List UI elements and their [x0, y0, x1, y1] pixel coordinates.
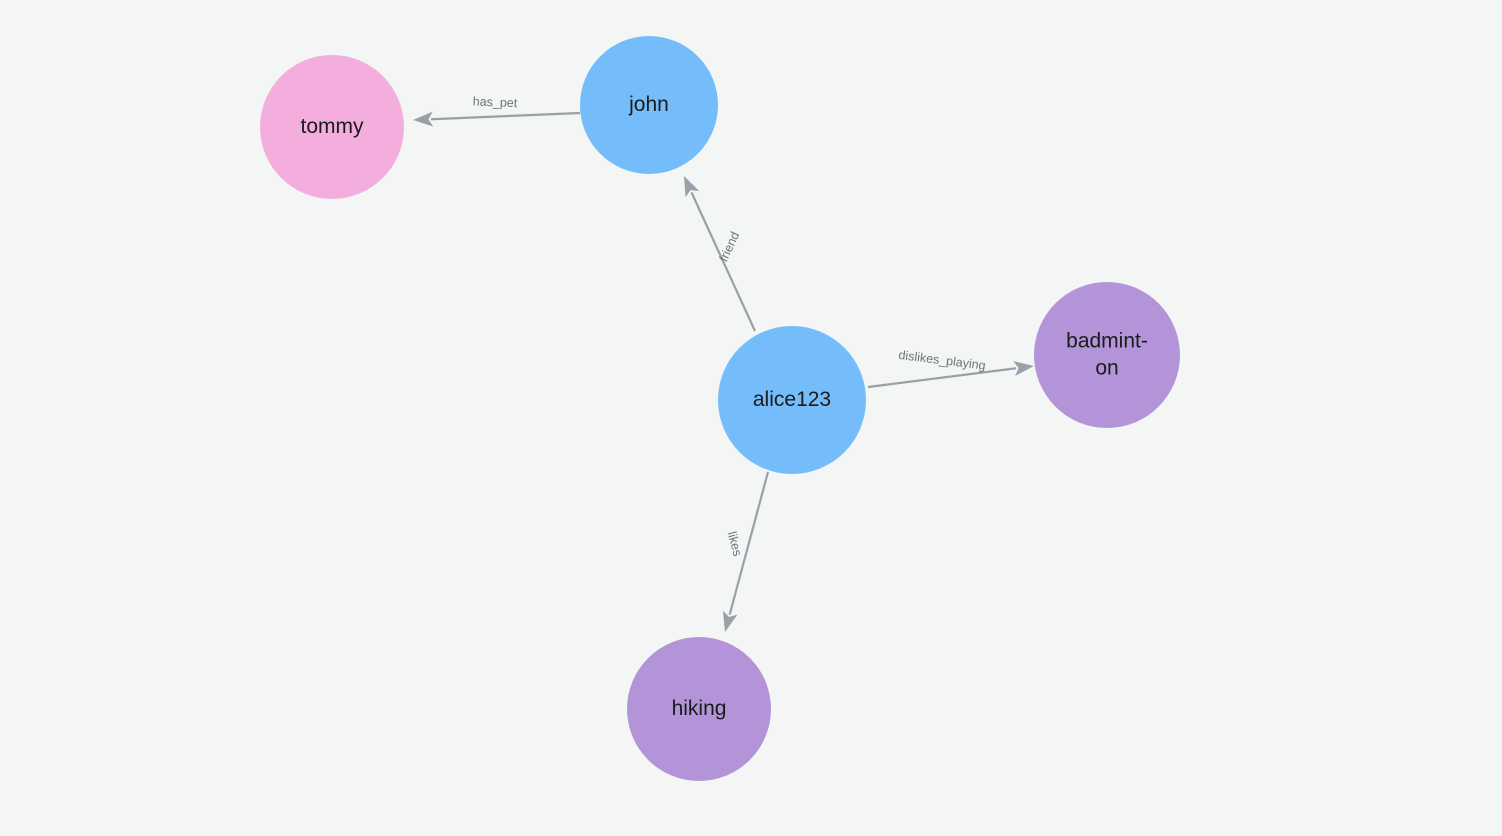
- edge-arrowhead: [413, 111, 434, 127]
- edge-line: [867, 367, 1017, 389]
- node-circle[interactable]: [580, 36, 718, 174]
- node-circle[interactable]: [260, 55, 404, 199]
- edge-line: [728, 471, 770, 615]
- node-circle[interactable]: [718, 326, 866, 474]
- graph-node-john[interactable]: john: [580, 36, 718, 174]
- graph-node-tommy[interactable]: tommy: [260, 55, 404, 199]
- node-circle[interactable]: [627, 637, 771, 781]
- edge-arrowhead: [684, 176, 700, 198]
- edge-line: [430, 111, 581, 121]
- graph-node-alice123[interactable]: alice123: [718, 326, 866, 474]
- graph-node-badminton[interactable]: badmint-on: [1034, 282, 1180, 428]
- edge-arrowhead: [1013, 361, 1034, 376]
- edge-arrowhead: [722, 610, 738, 632]
- graph-node-hiking[interactable]: hiking: [627, 637, 771, 781]
- edge-line: [690, 191, 757, 332]
- node-circle[interactable]: [1034, 282, 1180, 428]
